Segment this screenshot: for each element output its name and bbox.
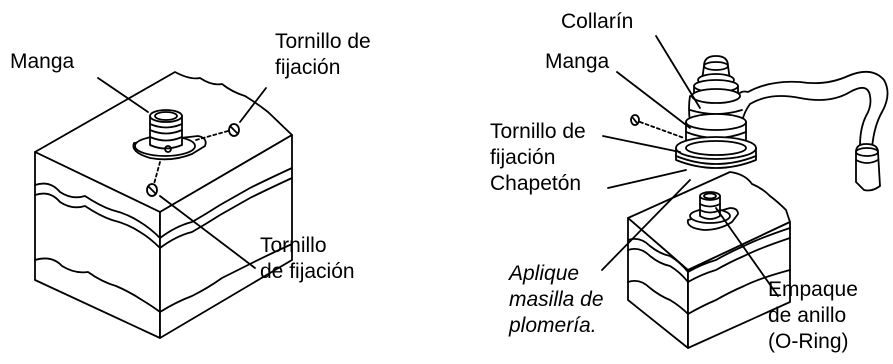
- left-sleeve: [132, 109, 207, 161]
- label-right-putty-line1: Aplique: [509, 262, 580, 285]
- right-block: [627, 171, 791, 349]
- label-left-setscrew-top-line1: Tornillo de: [275, 30, 371, 53]
- right-spout: [675, 55, 889, 192]
- right-leader-oring: [715, 207, 779, 297]
- left-leader-setscrew-top: [239, 87, 267, 123]
- label-right-collar: Collarín: [561, 10, 634, 33]
- left-leader-sleeve: [97, 77, 149, 113]
- label-right-oring-line3: (O-Ring): [768, 330, 849, 353]
- left-setscrew-top: [195, 123, 240, 141]
- label-right-putty-line3: plomería.: [509, 314, 597, 337]
- right-leader-collar: [655, 35, 701, 109]
- right-leader-sleeve: [616, 71, 691, 129]
- label-right-oring-line2: de anillo: [768, 304, 847, 327]
- label-right-oring-line1: Empaque: [768, 278, 858, 301]
- right-leader-putty: [601, 179, 691, 271]
- left-setscrew-bottom: [146, 161, 161, 197]
- left-leader-setscrew-bottom: [159, 195, 256, 269]
- label-left-sleeve: Manga: [10, 50, 75, 73]
- label-right-flange: Chapetón: [490, 172, 582, 195]
- label-left-setscrew-top-line2: fijación: [275, 56, 341, 79]
- right-setscrew: [630, 114, 685, 139]
- label-right-setscrew-line2: fijación: [490, 146, 556, 169]
- left-block: [34, 71, 293, 339]
- right-leader-flange: [607, 169, 687, 189]
- label-left-setscrew-bottom-line1: Tornillo: [260, 234, 327, 257]
- label-right-setscrew-line1: Tornillo de: [490, 120, 586, 143]
- right-leader-setscrew: [602, 135, 681, 153]
- label-right-putty-line2: masilla de: [509, 288, 604, 311]
- label-left-setscrew-bottom-line2: de fijación: [260, 260, 355, 283]
- label-right-sleeve: Manga: [545, 50, 610, 73]
